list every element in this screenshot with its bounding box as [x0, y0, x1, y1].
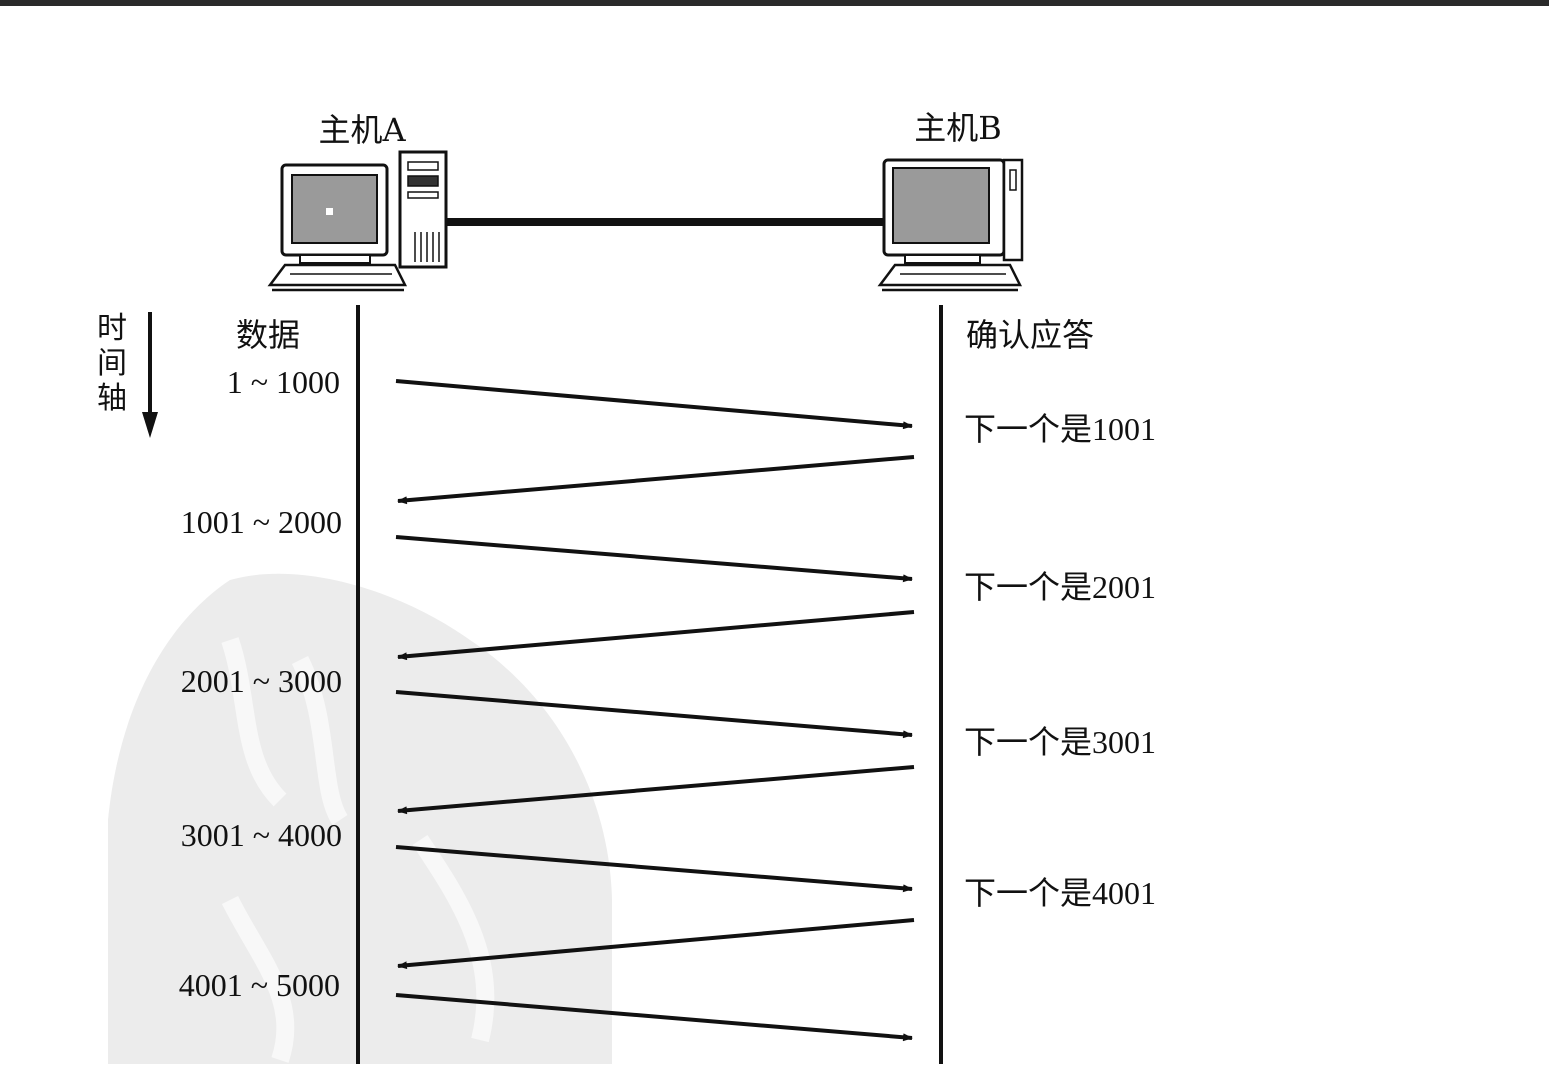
time-axis: 时 间 轴	[97, 311, 158, 438]
data-segment-label: 4001 ~ 5000	[179, 967, 340, 1003]
bottom-strip	[0, 1064, 1549, 1091]
ack-header: 确认应答	[966, 316, 1094, 354]
data-arrow	[396, 381, 912, 426]
host-a-computer-icon	[270, 152, 446, 290]
ack-label: 下一个是4001	[964, 875, 1156, 911]
data-header: 数据	[236, 316, 300, 354]
ack-label: 下一个是1001	[964, 411, 1156, 447]
host-a-label: 主机A	[318, 111, 406, 149]
data-arrow	[396, 537, 912, 579]
ack-arrow	[398, 457, 914, 501]
data-segment-label: 1 ~ 1000	[227, 364, 340, 400]
time-axis-char-2: 间	[97, 346, 127, 381]
time-axis-char-3: 轴	[97, 381, 127, 416]
ack-arrow	[398, 612, 914, 657]
data-segment-label: 1001 ~ 2000	[181, 504, 342, 540]
host-b-computer-icon	[880, 160, 1022, 290]
host-b-label: 主机B	[914, 109, 1002, 147]
ack-label: 下一个是3001	[964, 724, 1156, 760]
time-axis-char-1: 时	[97, 311, 127, 346]
data-segment-label: 2001 ~ 3000	[181, 663, 342, 699]
data-segment-label: 3001 ~ 4000	[181, 817, 342, 853]
ack-label: 下一个是2001	[964, 569, 1156, 605]
